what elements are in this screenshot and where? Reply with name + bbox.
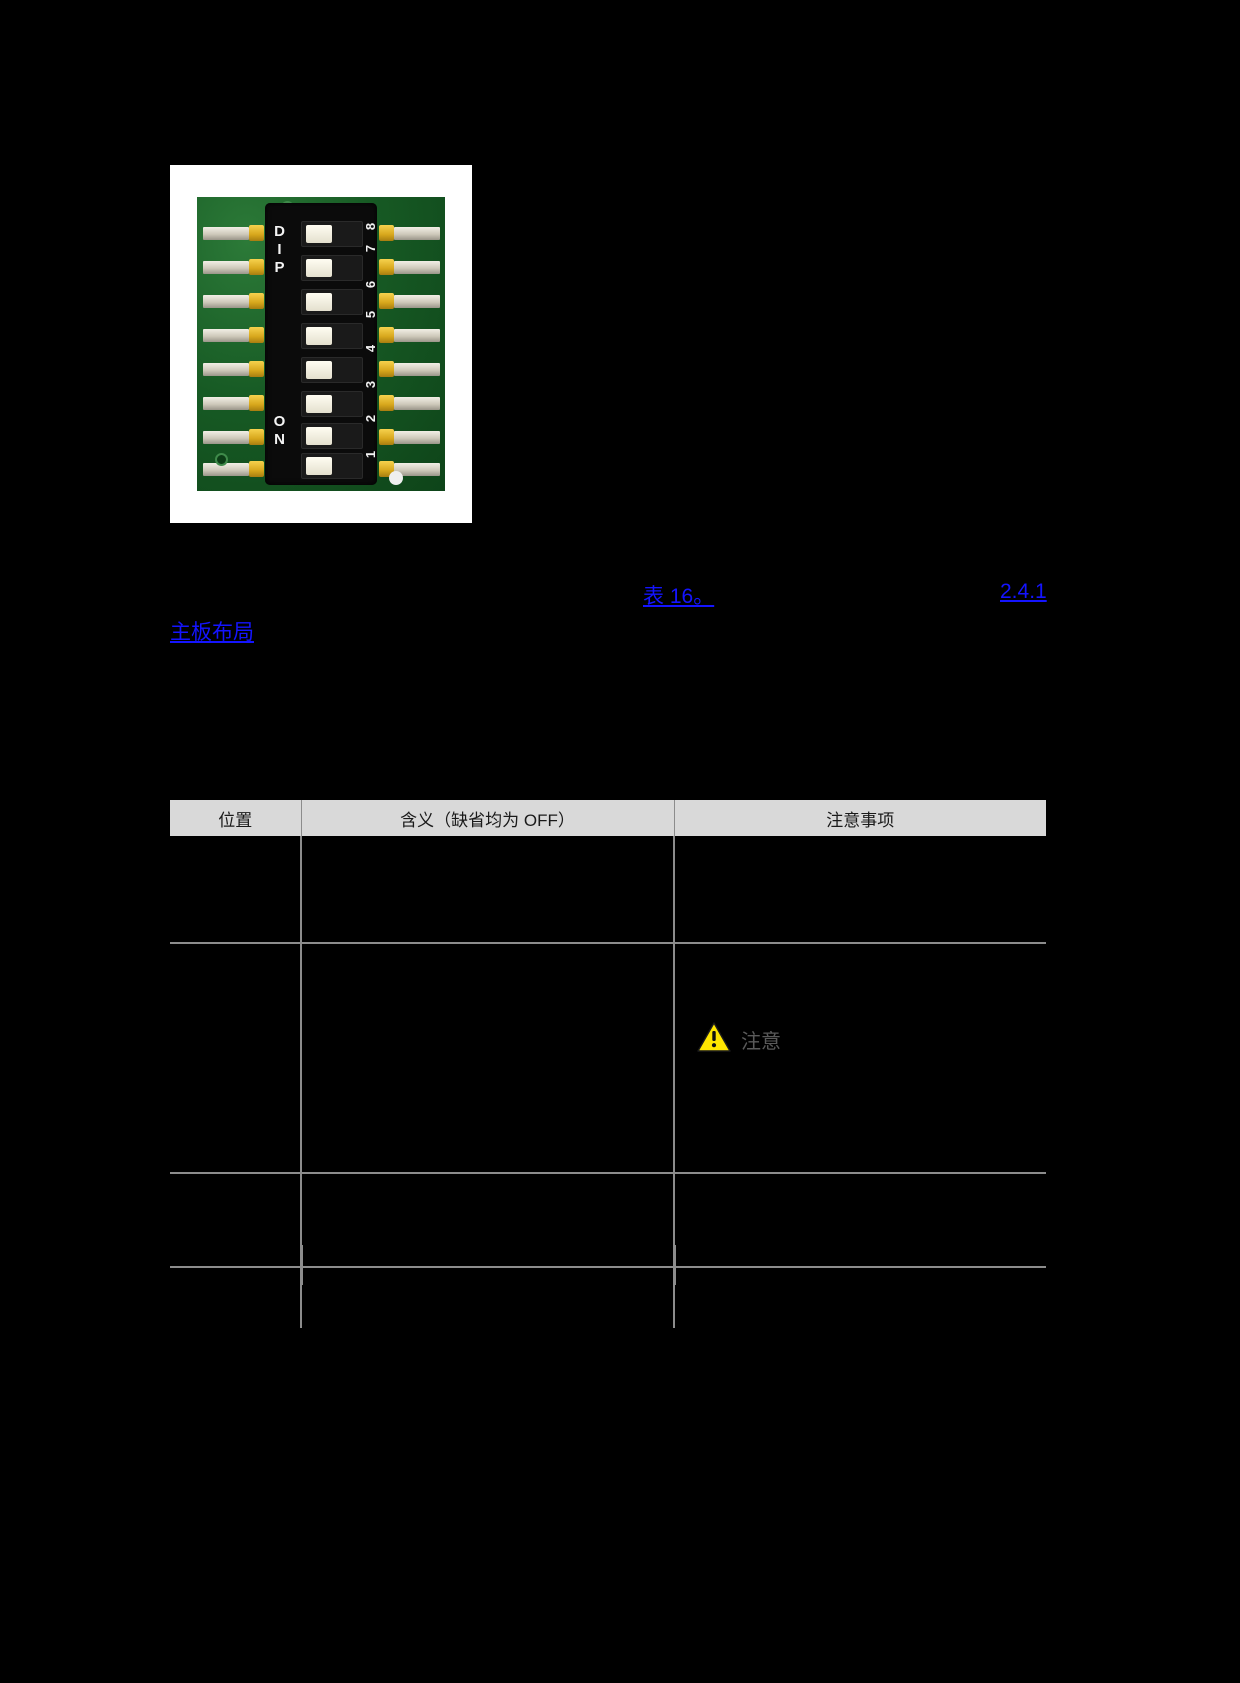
solder-pad-left xyxy=(203,463,249,476)
column-header-meaning: 含义（缺省均为 OFF） xyxy=(301,800,675,836)
cell-notes xyxy=(674,1266,1046,1328)
dip-switch-figure-card: DIP ON 8 7 6 5 4 3 2 1 xyxy=(170,165,472,523)
gold-contact-right xyxy=(379,327,394,343)
solder-pad-right xyxy=(394,463,440,476)
gold-contact-right xyxy=(379,429,394,445)
dip-switch-3[interactable] xyxy=(301,391,363,417)
pcb-via xyxy=(215,453,228,466)
cell-meaning xyxy=(301,942,675,1173)
gold-contact-left xyxy=(249,225,264,241)
dip-knob[interactable] xyxy=(306,327,332,345)
gold-contact-left xyxy=(249,259,264,275)
dip-switch-5[interactable] xyxy=(301,323,363,349)
dip-switch-7[interactable] xyxy=(301,255,363,281)
cell-meaning xyxy=(301,1266,675,1328)
dip-knob[interactable] xyxy=(306,427,332,445)
gold-contact-left xyxy=(249,327,264,343)
solder-pad-left xyxy=(203,261,249,274)
column-header-notes: 注意事项 xyxy=(674,800,1046,836)
cell-notes xyxy=(674,836,1046,943)
dip-knob[interactable] xyxy=(306,395,332,413)
dip-knob[interactable] xyxy=(306,361,332,379)
dip-knob[interactable] xyxy=(306,293,332,311)
cell-position xyxy=(170,836,302,943)
cell-position xyxy=(170,1266,302,1328)
cell-notes xyxy=(674,942,1046,1173)
solder-pad-right xyxy=(394,329,440,342)
dip-position-8: 8 xyxy=(363,222,379,231)
gold-contact-right xyxy=(379,259,394,275)
table-row xyxy=(170,1266,1046,1328)
cell-meaning xyxy=(301,1172,675,1267)
solder-pad-right xyxy=(394,261,440,274)
solder-pad-right xyxy=(394,431,440,444)
dip-position-5: 5 xyxy=(363,310,379,319)
dip-switch-6[interactable] xyxy=(301,289,363,315)
solder-pad-left xyxy=(203,329,249,342)
dip-switch-2[interactable] xyxy=(301,423,363,449)
solder-pad-left xyxy=(203,227,249,240)
table-row xyxy=(170,942,1046,1173)
dip-position-7: 7 xyxy=(363,244,379,253)
cell-position xyxy=(170,942,302,1173)
dip-switch-body[interactable]: DIP ON xyxy=(265,203,377,485)
solder-pad-right xyxy=(394,295,440,308)
link-table-16[interactable]: 表 16。 xyxy=(643,585,715,608)
link-section-241[interactable]: 2.4.1 xyxy=(1000,580,1047,603)
solder-pad-right xyxy=(394,397,440,410)
pcb-marker-dot xyxy=(389,471,403,485)
dip-switch-4[interactable] xyxy=(301,357,363,383)
dip-knob[interactable] xyxy=(306,457,332,475)
gold-contact-left xyxy=(249,395,264,411)
gold-contact-right xyxy=(379,361,394,377)
solder-pad-right xyxy=(394,363,440,376)
cell-position xyxy=(170,1172,302,1267)
dip-switch-photo: DIP ON 8 7 6 5 4 3 2 1 xyxy=(197,197,445,491)
cell-notes xyxy=(674,1172,1046,1267)
dip-text-label: DIP xyxy=(271,223,288,277)
dip-knob[interactable] xyxy=(306,259,332,277)
link-board-layout[interactable]: 主板布局 xyxy=(170,621,254,644)
dip-knob[interactable] xyxy=(306,225,332,243)
solder-pad-left xyxy=(203,363,249,376)
column-header-position: 位置 xyxy=(170,800,302,836)
caution-callout: 注意 xyxy=(697,1022,781,1057)
gold-contact-right xyxy=(379,225,394,241)
gold-contact-left xyxy=(249,361,264,377)
solder-pad-left xyxy=(203,397,249,410)
solder-pad-left xyxy=(203,431,249,444)
cell-meaning xyxy=(301,836,675,943)
gold-contact-left xyxy=(249,293,264,309)
table-row xyxy=(170,1172,1046,1267)
caution-label: 注意 xyxy=(741,1031,781,1053)
dip-switch-1[interactable] xyxy=(301,453,363,479)
table-header-row: 位置 含义（缺省均为 OFF） 注意事项 xyxy=(170,800,1046,836)
gold-contact-right xyxy=(379,293,394,309)
dip-position-2: 2 xyxy=(363,414,379,423)
dip-switch-8[interactable] xyxy=(301,221,363,247)
solder-pad-left xyxy=(203,295,249,308)
dip-position-4: 4 xyxy=(363,344,379,353)
gold-contact-right xyxy=(379,395,394,411)
gold-contact-left xyxy=(249,429,264,445)
gold-contact-left xyxy=(249,461,264,477)
dip-position-6: 6 xyxy=(363,280,379,289)
warning-triangle-icon xyxy=(697,1022,731,1057)
solder-pad-right xyxy=(394,227,440,240)
table-row xyxy=(170,836,1046,943)
dip-position-3: 3 xyxy=(363,380,379,389)
on-text-label: ON xyxy=(271,413,288,449)
dip-position-1: 1 xyxy=(363,450,379,459)
dip-switch-settings-table: 位置 含义（缺省均为 OFF） 注意事项 xyxy=(170,800,1046,1328)
